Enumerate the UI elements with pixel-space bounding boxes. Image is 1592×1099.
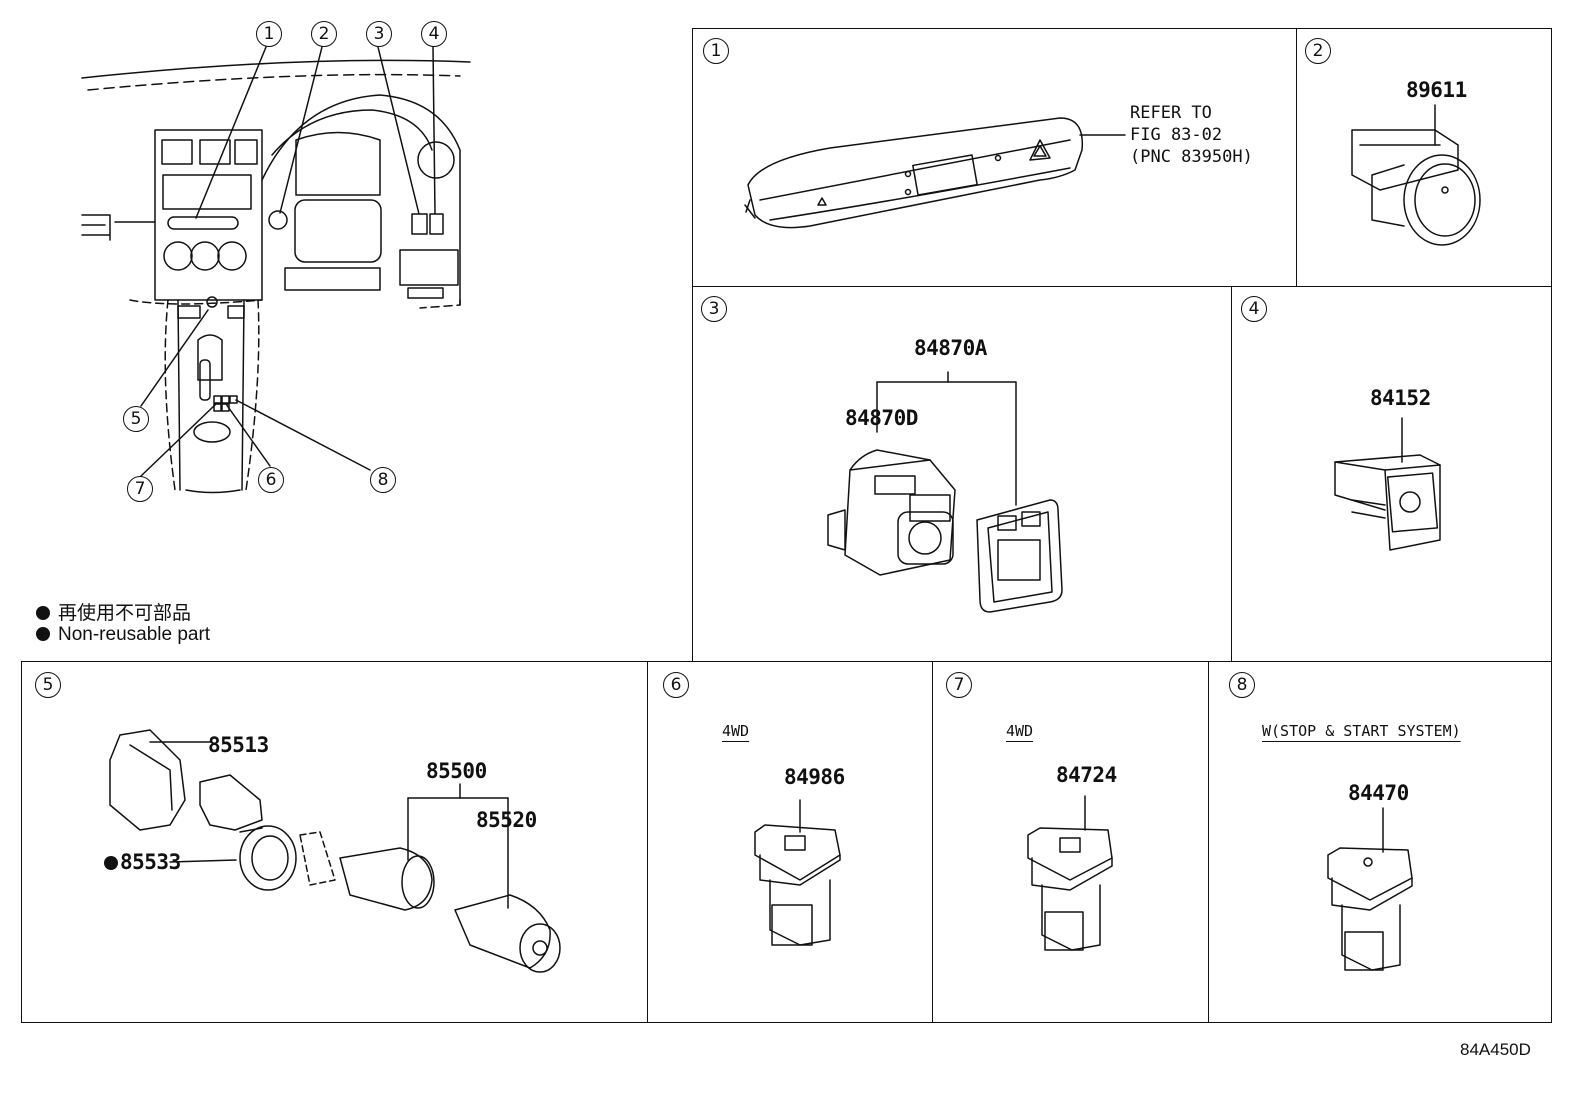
overview-callout-7: 7 [127,476,153,502]
overview-callout-2: 2 [311,21,337,47]
part-number-85513: 85513 [208,733,269,757]
section-4-number: 4 [1241,296,1267,322]
legend-jp: 再使用不可部品 [36,598,191,625]
part-number-85533: 85533 [104,850,181,874]
section-6-number: 6 [663,672,689,698]
section-5-drawing [109,729,561,973]
section-5-box [21,661,648,1023]
condition-label-6: 4WD [722,722,750,740]
section-8-box [1208,661,1552,1023]
section-7-number: 7 [946,672,972,698]
overview-callout-6: 6 [258,467,284,493]
section-5-number: 5 [35,672,61,698]
section-7-drawing [1027,795,1113,951]
section-4-box [1231,286,1552,662]
overview-callout-5: 5 [123,406,149,432]
section-2-box [1296,28,1552,287]
part-number-84870A: 84870A [914,336,987,360]
part-number-84470: 84470 [1348,781,1409,805]
part-number-84870D: 84870D [845,406,918,430]
part-number-84152: 84152 [1370,386,1431,410]
section-8-number: 8 [1229,672,1255,698]
section-1-number: 1 [703,38,729,64]
section-6-box [647,661,933,1023]
overview-callout-8: 8 [370,467,396,493]
part-number-84724: 84724 [1056,763,1117,787]
figure-code: 84A450D [1460,1040,1531,1059]
section-2-number: 2 [1305,38,1331,64]
section-2-drawing [1351,104,1481,246]
part-number-85520: 85520 [476,808,537,832]
legend-en: Non-reusable part [36,624,210,646]
non-reusable-bullet-icon [104,856,118,870]
dashboard-overview-drawing [81,46,471,494]
section-1-drawing [744,117,1126,229]
bullet-icon [36,627,50,641]
section-4-drawing [1334,417,1441,551]
bullet-icon [36,606,50,620]
condition-label-7: 4WD [1006,722,1034,740]
condition-label-8: W(STOP & START SYSTEM) [1262,722,1461,740]
overview-callout-3: 3 [366,21,392,47]
part-number-89611: 89611 [1406,78,1467,102]
overview-callout-4: 4 [421,21,447,47]
section-7-box [932,661,1209,1023]
section-6-drawing [754,799,841,946]
part-number-85500: 85500 [426,759,487,783]
section-3-number: 3 [701,296,727,322]
section-3-drawing [827,371,1063,613]
section-8-drawing [1327,807,1413,971]
overview-callout-1: 1 [256,21,282,47]
part-number-84986: 84986 [784,765,845,789]
